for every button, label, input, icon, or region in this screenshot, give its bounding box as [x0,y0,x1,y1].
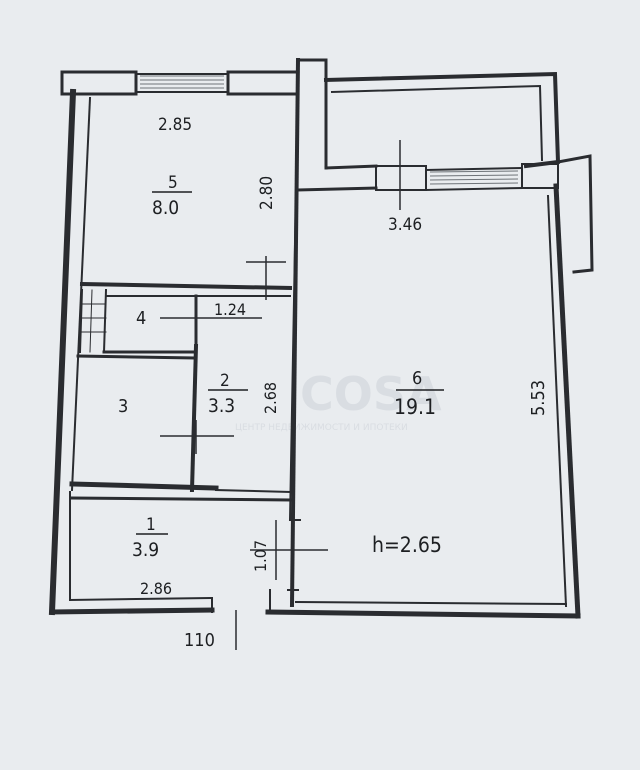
room-1-number: 1 [146,515,156,535]
room-4-number: 4 [136,308,146,329]
walls [48,57,594,619]
room-6-area: 19.1 [394,395,436,419]
room-2-number: 2 [220,371,230,391]
room-5-number: 5 [168,173,178,193]
dim-room5-width: 2.85 [158,115,192,135]
dim-room5-depth: 2.80 [257,176,277,210]
dim-room2-depth: 2.68 [261,382,280,414]
dimension-lines [160,140,401,650]
dim-door-width: 110 [184,630,215,651]
room-6-number: 6 [412,368,422,389]
room-2-area: 3.3 [208,395,235,417]
dim-room6-width: 3.46 [388,215,422,235]
ceiling-height-label: h=2.65 [372,533,442,557]
room-5-area: 8.0 [152,197,179,219]
dim-room4-width: 1.24 [214,300,246,319]
watermark-logo: COSA [300,367,442,421]
watermark-tagline: ЦЕНТР НЕДВИЖИМОСТИ И ИПОТЕКИ [235,423,408,433]
room-1-area: 3.9 [132,539,159,561]
dim-room1-width: 2.86 [140,579,172,598]
room-3-number: 3 [118,396,128,417]
window-hatching [140,75,519,185]
dim-room1-depth: 1.07 [251,540,270,572]
dim-room6-depth: 5.53 [528,380,549,416]
